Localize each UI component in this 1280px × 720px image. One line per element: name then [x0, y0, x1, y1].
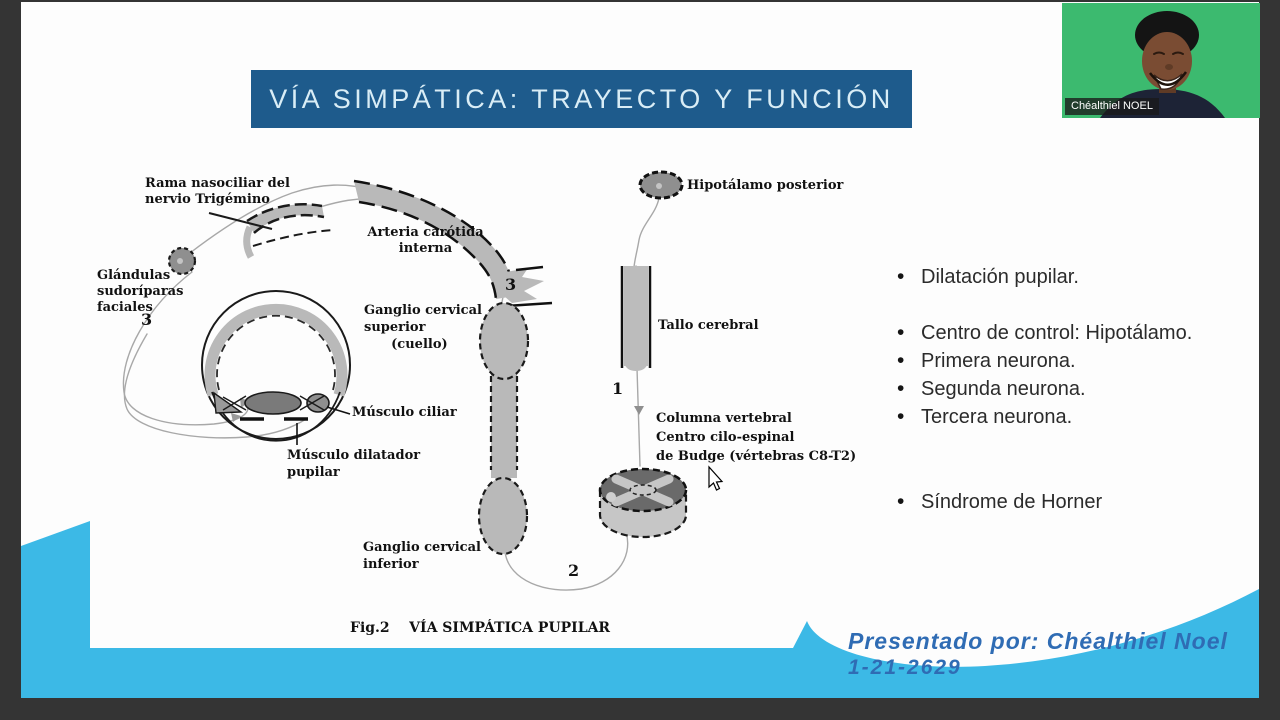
- bullet-item: Síndrome de Horner: [897, 488, 1102, 516]
- label-ganglio-superior: Ganglio cervical superior (cuello): [364, 303, 482, 352]
- label-glandulas: Glándulas sudoríparas faciales: [97, 268, 184, 315]
- presenter-id-text: 1-21-2629: [848, 656, 962, 679]
- label-rama-nasociliar: Rama nasociliar del nervio Trigémino: [145, 176, 290, 207]
- bullet-item: Segunda neurona.: [897, 375, 1086, 403]
- presented-by-text: Presentado por: Chéalthiel Noel: [848, 628, 1228, 654]
- bullet-item: Tercera neurona.: [897, 403, 1072, 431]
- bullet-item: Centro de control: Hipotálamo.: [897, 319, 1192, 347]
- number-1: 1: [612, 379, 624, 398]
- label-hipotalamo: Hipotálamo posterior: [687, 178, 844, 193]
- label-tallo-cerebral: Tallo cerebral: [658, 318, 759, 333]
- label-ganglio-inferior: Ganglio cervical inferior: [363, 540, 481, 572]
- label-columna-vertebral: Columna vertebral Centro cilo-espinal de…: [656, 411, 857, 464]
- slide-title: VÍA SIMPÁTICA: TRAYECTO Y FUNCIÓN: [269, 83, 894, 114]
- number-3-carotid: 3: [505, 275, 517, 294]
- figure-caption: Fig.2 VÍA SIMPÁTICA PUPILAR: [350, 620, 611, 636]
- presenter-credit: Presentado por: Chéalthiel Noel 1-21-262…: [848, 627, 1228, 681]
- label-musculo-dilatador: Músculo dilatador pupilar: [287, 448, 421, 480]
- number-2: 2: [568, 561, 580, 580]
- label-musculo-ciliar: Músculo ciliar: [352, 405, 457, 420]
- slide-title-banner: VÍA SIMPÁTICA: TRAYECTO Y FUNCIÓN: [251, 70, 912, 128]
- webcam-video-tile[interactable]: Chéalthiel NOEL: [1062, 3, 1260, 118]
- participant-name-badge: Chéalthiel NOEL: [1065, 98, 1159, 115]
- label-arteria-carotida: Arteria carótida interna: [367, 225, 484, 256]
- bullet-item: Primera neurona.: [897, 347, 1076, 375]
- number-3-gland: 3: [141, 310, 153, 329]
- bullet-item: Dilatación pupilar.: [897, 263, 1079, 291]
